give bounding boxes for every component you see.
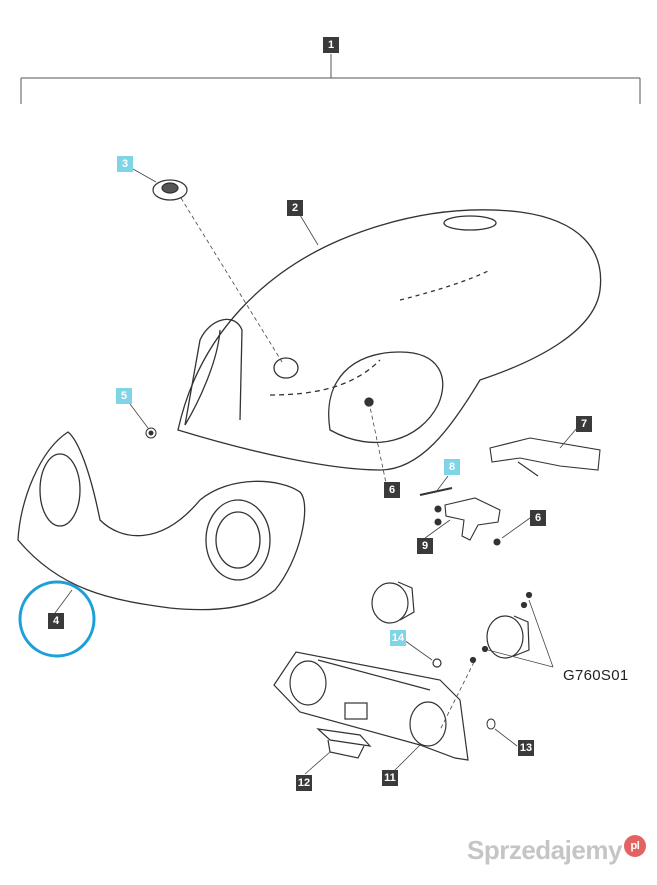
callout-1: 1 (323, 37, 339, 53)
bracket-7-part (489, 437, 601, 477)
bracket-9-part (419, 487, 501, 546)
fuel-cap-part (152, 179, 188, 201)
callout-7: 7 (576, 416, 592, 432)
callout-13: 13 (518, 740, 534, 756)
assembly-bracket (20, 54, 641, 104)
callout-11: 11 (382, 770, 398, 786)
callout-8: 8 (444, 459, 460, 475)
callout-5: 5 (116, 388, 132, 404)
leader-lines (54, 168, 578, 775)
callout-12: 12 (296, 775, 312, 791)
highlight-circle (18, 580, 96, 658)
light-holder-part (273, 651, 469, 761)
screw-part (486, 718, 496, 730)
callout-3: 3 (117, 156, 133, 172)
diagram-code: G760S01 (563, 667, 629, 684)
callout-14: 14 (390, 630, 406, 646)
callout-6-hood: 6 (384, 482, 400, 498)
lamp-parts (371, 581, 533, 668)
callout-6-bracket: 6 (530, 510, 546, 526)
callout-4: 4 (48, 613, 64, 629)
callout-9: 9 (417, 538, 433, 554)
hood-part (177, 209, 602, 471)
watermark-text: Sprzedajemy (467, 835, 622, 865)
handle-part (316, 728, 372, 759)
front-panel-part (17, 431, 306, 611)
callout-2: 2 (287, 200, 303, 216)
nut-part (145, 427, 157, 439)
watermark-badge: pl (623, 835, 646, 857)
